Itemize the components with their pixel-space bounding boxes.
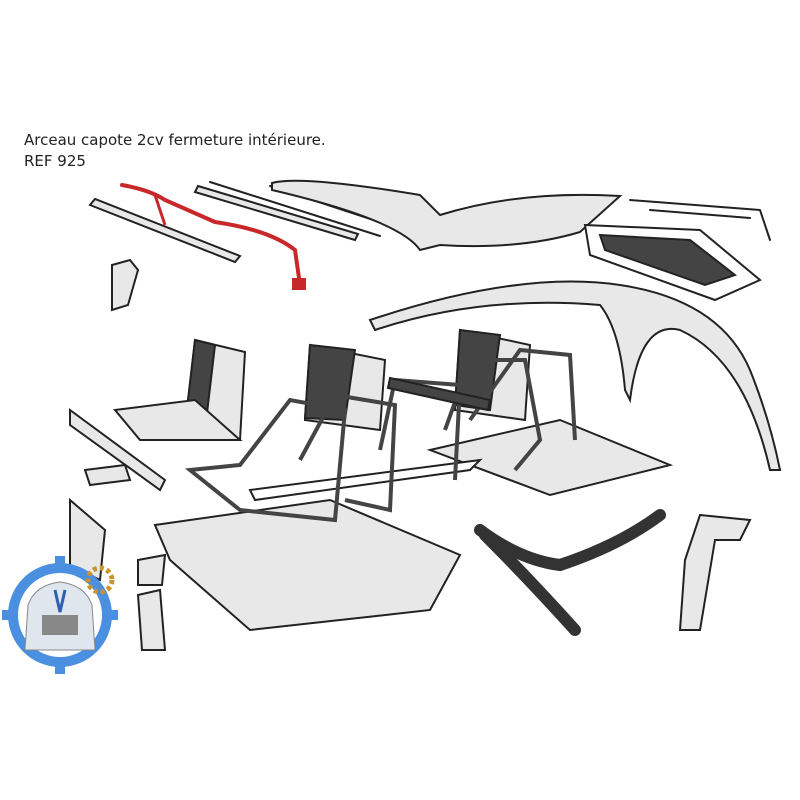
- left-side-panels: [69, 408, 167, 651]
- seat-frames: [184, 347, 577, 523]
- body-side-arch: [368, 280, 782, 471]
- rear-window-frames: [583, 199, 771, 302]
- latch-bracket: [111, 258, 140, 312]
- product-title: Arceau capote 2cv fermeture intérieure.: [24, 131, 326, 149]
- door-pillar-trim: [678, 513, 752, 631]
- hood-bow-highlighted-part: [120, 183, 306, 290]
- product-caption: Arceau capote 2cv fermeture intérieure. …: [24, 130, 326, 172]
- cross-bar: [386, 376, 492, 412]
- product-reference: REF 925: [24, 152, 86, 170]
- roof-canvas: [271, 179, 623, 252]
- seat-backs: [113, 328, 532, 442]
- brand-logo: [2, 556, 118, 674]
- seat-belt: [474, 509, 666, 636]
- floor-panels: [153, 418, 674, 632]
